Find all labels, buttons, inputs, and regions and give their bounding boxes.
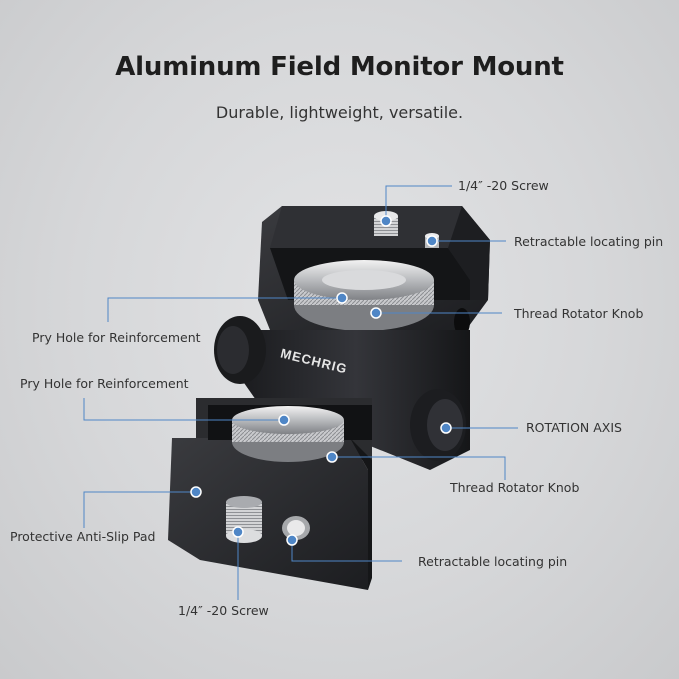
callout-line-bottom-pin <box>291 540 402 562</box>
label-top-screw: 1/4″ -20 Screw <box>458 178 549 193</box>
label-lower-pry-hole: Pry Hole for Reinforcement <box>20 376 189 391</box>
callout-line-upper-pry <box>107 297 342 322</box>
label-top-locating-pin: Retractable locating pin <box>514 234 664 249</box>
callout-markers <box>190 215 452 546</box>
label-rotation-axis: ROTATION AXIS <box>526 420 622 435</box>
label-upper-knob: Thread Rotator Knob <box>514 306 644 321</box>
label-upper-pry-hole: Pry Hole for Reinforcement <box>32 330 201 345</box>
bottom-screw <box>226 496 262 543</box>
callout-lines <box>83 185 518 600</box>
page-title: Aluminum Field Monitor Mount <box>115 52 564 82</box>
callout-line-pad <box>83 491 196 528</box>
label-anti-slip-pad: Protective Anti-Slip Pad <box>10 529 156 544</box>
upper-pry-hole-right <box>454 308 470 336</box>
callout-line-lower-knob <box>332 456 506 480</box>
label-bottom-screw: 1/4″ -20 Screw <box>178 603 269 618</box>
label-bottom-locating-pin: Retractable locating pin <box>418 554 568 569</box>
callout-line-top-screw <box>385 185 452 221</box>
label-lower-knob: Thread Rotator Knob <box>450 480 580 495</box>
page-subtitle: Durable, lightweight, versatile. <box>215 103 464 122</box>
upper-knob <box>294 260 434 331</box>
bottom-locating-pin <box>282 516 310 540</box>
lower-knob <box>232 406 344 462</box>
callout-line-lower-pry <box>83 398 284 421</box>
